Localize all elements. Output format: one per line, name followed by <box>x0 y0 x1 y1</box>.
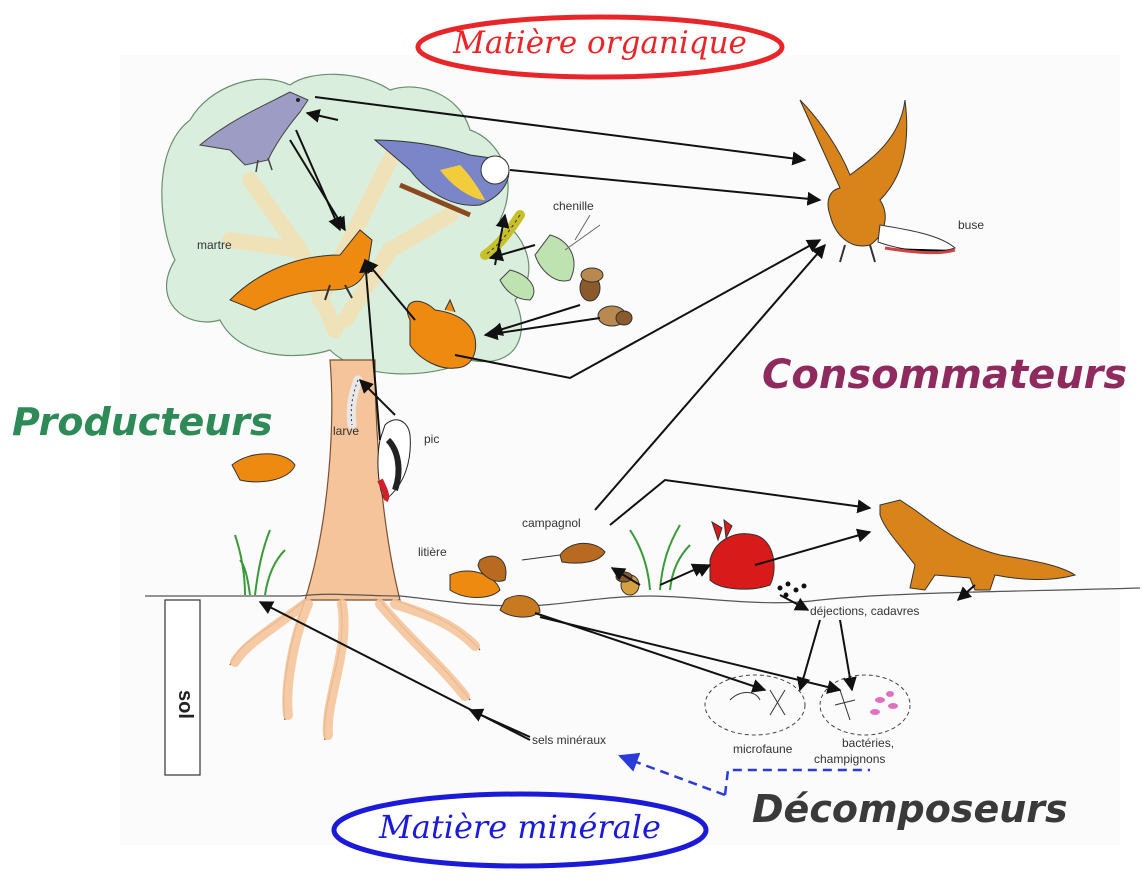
soil-column <box>165 600 200 775</box>
label-pic: pic <box>424 432 439 446</box>
label-dejections: déjections, cadavres <box>810 604 919 618</box>
label-champignons: champignons <box>814 752 885 766</box>
label-larve: larve <box>333 424 359 438</box>
producers-title: Producteurs <box>12 400 273 444</box>
decomposers-title: Décomposeurs <box>752 787 1068 831</box>
label-chenille: chenille <box>553 199 594 213</box>
label-litiere: litière <box>418 545 447 559</box>
consumers-title: Consommateurs <box>762 352 1127 398</box>
mineral-matter-title: Matière minérale <box>345 808 695 846</box>
label-buse: buse <box>958 218 984 232</box>
label-bacteries: bactéries, <box>842 736 894 750</box>
label-sels-mineraux: sels minéraux <box>532 733 606 747</box>
label-campagnol: campagnol <box>522 516 581 530</box>
label-martre: martre <box>197 238 232 252</box>
organic-matter-title: Matière organique <box>430 25 770 61</box>
label-microfaune: microfaune <box>733 742 792 756</box>
label-sol: sol <box>173 690 196 719</box>
